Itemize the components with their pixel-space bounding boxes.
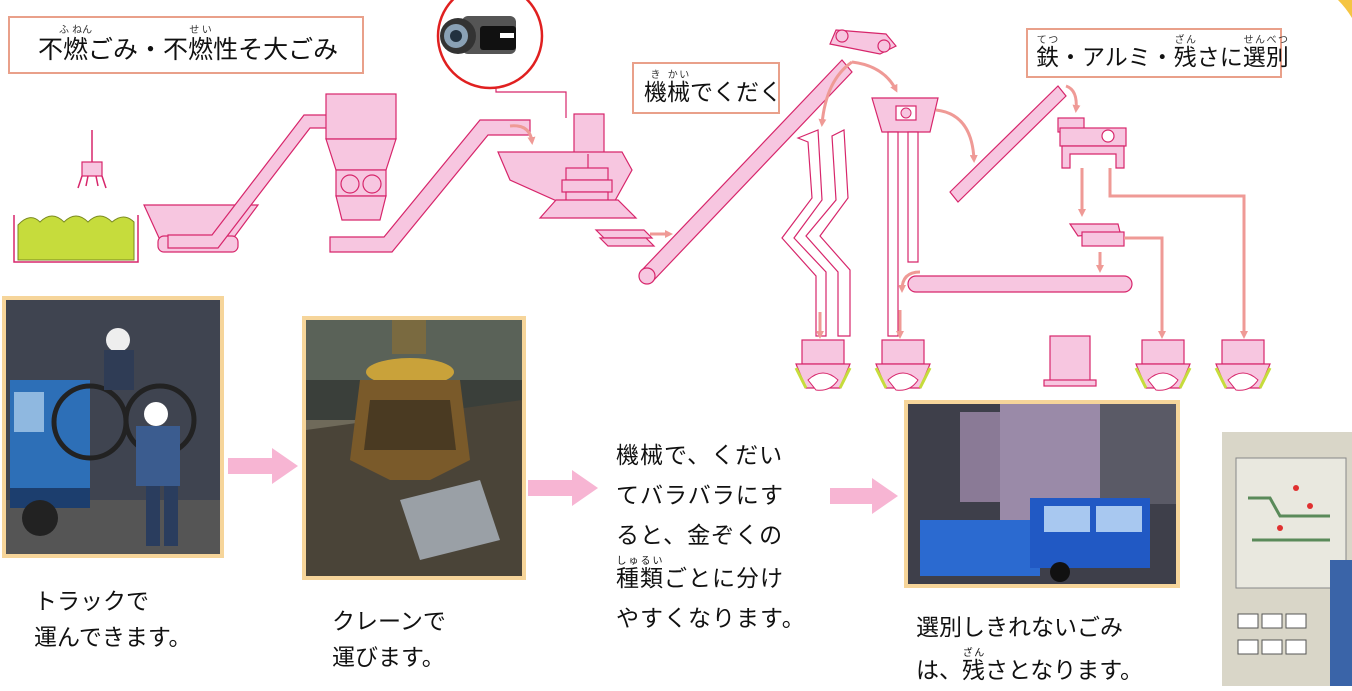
output-bin-1	[794, 339, 852, 391]
conveyor-4	[949, 85, 1067, 203]
caption-machine: 機械で、くだい てバラバラにす ると、金ぞくの 種類しゅるいごとに分け やすくな…	[616, 436, 806, 639]
storage-bin	[325, 93, 397, 221]
title-label: 不燃ふ ねんごみ・不燃せい性そ大ごみ	[8, 16, 364, 74]
flow-arrow-3	[830, 478, 898, 514]
eddy-current-separator	[871, 97, 939, 133]
caption-line: 選別しきれないごみ	[916, 615, 1123, 641]
crush-ruby-1: 機き	[644, 70, 667, 106]
caption-line: やすくなります。	[616, 606, 806, 632]
residue-bunker	[1043, 335, 1097, 387]
output-bin-4	[1214, 339, 1272, 391]
sort-ruby-2: 残ざん	[1173, 35, 1197, 71]
photo-residue-truck	[904, 400, 1180, 588]
caption-residue: 選別しきれないごみ は、残ざんさとなります。	[916, 608, 1143, 691]
output-bin-3	[1134, 339, 1192, 391]
title-part: 不	[38, 35, 64, 64]
video-camera-icon	[436, 0, 544, 90]
flow-arrow-2	[528, 470, 598, 506]
crush-label: 機き械かいでくだく	[632, 62, 782, 114]
caption-crane: クレーンで 運びます。	[332, 604, 446, 676]
caption-line: トラックで	[34, 589, 149, 615]
crusher	[497, 113, 638, 219]
caption-line: てバラバラにす	[616, 483, 784, 509]
title-ruby-1: 燃ふ ねん	[58, 25, 93, 64]
conveyor-5	[907, 275, 1133, 293]
caption-ruby: 残ざん	[962, 648, 985, 684]
photo-truck	[2, 296, 224, 558]
caption-line: 機械で、くだい	[616, 443, 784, 469]
crush-ruby-2: 械かい	[667, 70, 690, 106]
title-part: 性そ大ごみ	[213, 35, 339, 64]
title-part: ごみ・不	[88, 35, 189, 64]
magnetic-separator	[829, 29, 897, 55]
waste-pit	[13, 215, 139, 263]
caption-truck: トラックで 運んできます。	[34, 584, 192, 656]
sort-ruby-3: 選別せんべつ	[1242, 35, 1289, 71]
caption-line: 種類しゅるいごとに分け	[616, 556, 784, 592]
caption-line: ると、金ぞくの	[616, 523, 784, 549]
photo-control-panel	[1222, 432, 1352, 686]
caption-line: 運んできます。	[34, 625, 192, 651]
conveyor-2	[329, 119, 531, 253]
title-ruby-2: 燃せい	[188, 25, 214, 64]
caption-line: 運びます。	[332, 645, 445, 671]
caption-line: クレーンで	[332, 609, 446, 635]
small-separator	[1068, 223, 1125, 247]
caption-line: は、残ざんさとなります。	[916, 648, 1144, 684]
sort-ruby-1: 鉄てつ	[1036, 35, 1059, 71]
caption-ruby: 種類しゅるい	[616, 556, 664, 592]
aluminum-separator	[1057, 117, 1127, 169]
sort-text: さに	[1196, 45, 1243, 71]
photo-crane	[302, 316, 526, 580]
sort-text: ・アルミ・	[1059, 45, 1174, 71]
crane-grab-icon	[77, 130, 107, 189]
flow-arrow-1	[228, 448, 298, 484]
output-bin-2	[874, 339, 932, 391]
sort-label: 鉄てつ・アルミ・残ざんさに選別せんべつ	[1026, 28, 1289, 78]
crush-text: でくだく	[690, 80, 782, 106]
